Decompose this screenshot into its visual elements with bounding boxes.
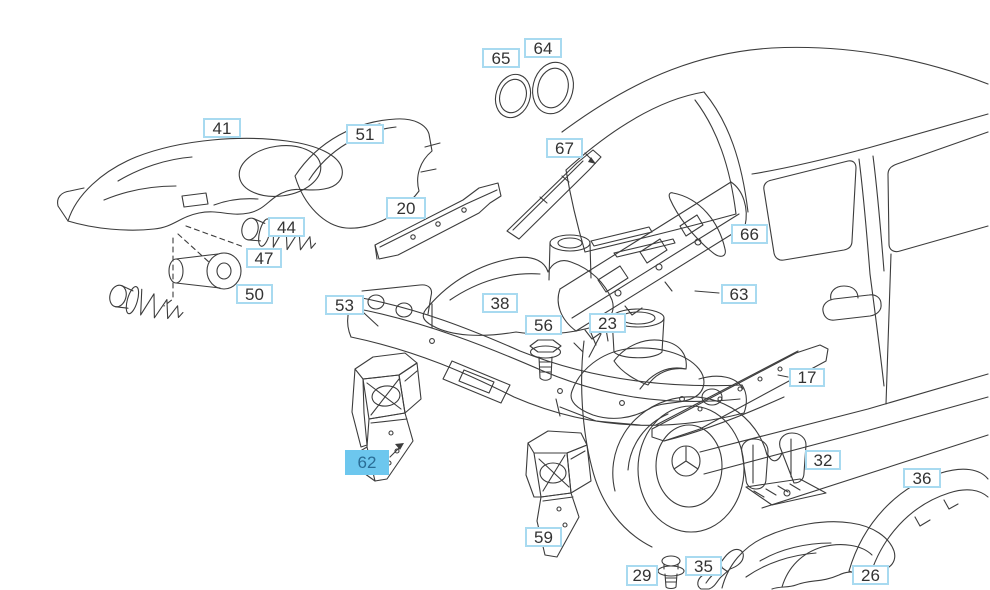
callout-35[interactable]: 35 (685, 556, 722, 576)
callout-51[interactable]: 51 (346, 124, 384, 144)
callout-23[interactable]: 23 (589, 313, 626, 333)
sill-line (761, 434, 989, 509)
b-pillar (872, 155, 885, 272)
leader-line (185, 225, 245, 248)
front-valance (581, 340, 653, 548)
callout-29[interactable]: 29 (626, 565, 658, 586)
callout-67[interactable]: 67 (546, 138, 583, 158)
part-67-cowl-strip (506, 149, 602, 240)
callout-17[interactable]: 17 (789, 368, 825, 387)
door-window (763, 160, 857, 261)
body-molding (703, 396, 989, 475)
callout-38[interactable]: 38 (482, 293, 518, 313)
part-64-grommet (532, 61, 574, 115)
door-handle (830, 285, 859, 301)
part-17-longitudinal-rail (613, 339, 829, 442)
callout-62[interactable]: 62 (345, 450, 389, 475)
callout-59[interactable]: 59 (525, 527, 562, 547)
part-38-air-duct (422, 234, 614, 336)
mercedes-star-icon (673, 446, 699, 470)
leader-lines (363, 152, 789, 573)
callout-26[interactable]: 26 (852, 565, 889, 585)
sliding-door-window (887, 131, 989, 253)
body-molding (699, 373, 989, 453)
part-50-screw (105, 279, 187, 329)
part-59-support-bracket (525, 430, 592, 558)
callout-50[interactable]: 50 (236, 284, 273, 304)
callout-53[interactable]: 53 (325, 295, 364, 315)
part-23-strut-tower (555, 308, 705, 426)
b-pillar (858, 158, 871, 275)
front-rim (655, 424, 723, 508)
part-26-wheel-arch-liner (721, 521, 896, 590)
hub-cap (671, 445, 701, 477)
drip-rail (751, 113, 989, 175)
callout-47[interactable]: 47 (246, 248, 282, 268)
callout-66[interactable]: 66 (731, 224, 768, 244)
callout-64[interactable]: 64 (524, 38, 562, 58)
callout-36[interactable]: 36 (903, 468, 941, 488)
door-handle (822, 294, 882, 321)
part-53-front-panel (347, 284, 747, 426)
callout-63[interactable]: 63 (721, 284, 757, 304)
part-47-clip (168, 252, 242, 290)
part-20-front-rail (374, 182, 502, 260)
leader-line (177, 233, 211, 264)
leader-line (163, 237, 174, 307)
part-63-dash-panel (557, 181, 747, 340)
callout-56[interactable]: 56 (525, 315, 562, 335)
callout-20[interactable]: 20 (386, 197, 426, 219)
part-32-bracket (741, 432, 827, 506)
part-56-bolt (529, 339, 562, 381)
callout-44[interactable]: 44 (268, 217, 305, 237)
callout-41[interactable]: 41 (203, 118, 241, 138)
callout-65[interactable]: 65 (482, 48, 520, 68)
part-65-grommet (494, 73, 532, 119)
door-mirror (668, 192, 726, 257)
callout-32[interactable]: 32 (805, 450, 841, 470)
part-29-rivet (657, 555, 685, 590)
wheel-arch (612, 396, 768, 492)
van-body-outline (561, 46, 989, 548)
